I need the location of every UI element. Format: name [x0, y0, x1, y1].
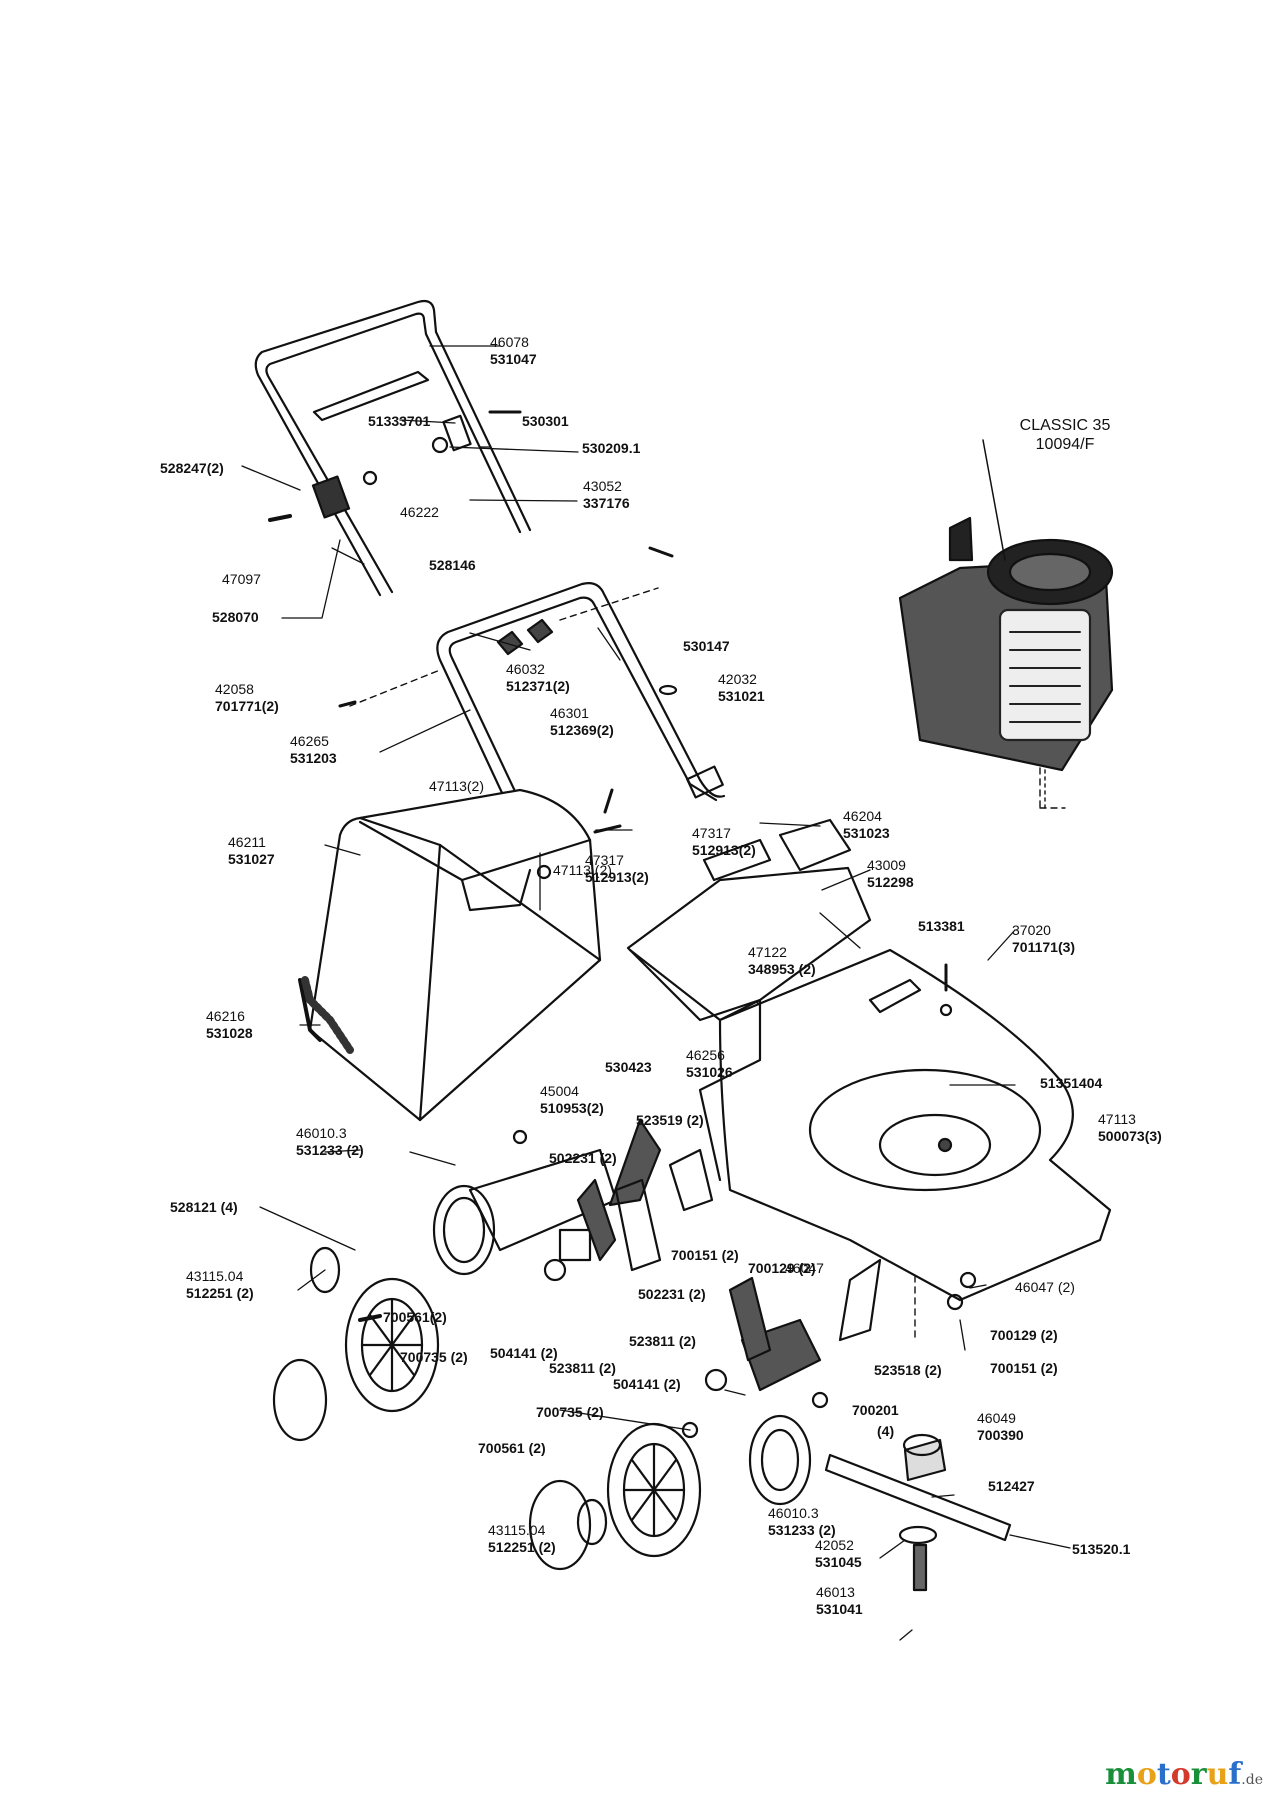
- motoruf-logo: motoruf.de: [1105, 1757, 1263, 1792]
- part-label: 700151 (2): [990, 1360, 1058, 1376]
- part-label: 528146: [429, 557, 476, 573]
- part-label: 512427: [988, 1478, 1035, 1494]
- small-hardware: [268, 410, 977, 1439]
- part-label: 530209.1: [582, 440, 641, 456]
- mower-deck: [698, 948, 1112, 1302]
- engine-classic-35: [898, 439, 1114, 811]
- logo-letter: r: [1190, 1757, 1207, 1792]
- model-code: 10094/F: [1035, 436, 1095, 453]
- part-label: 528247(2): [160, 460, 224, 476]
- part-label: 523519 (2): [636, 1112, 704, 1128]
- part-label: 700201: [852, 1402, 899, 1418]
- part-label: 51351404: [1040, 1075, 1103, 1091]
- part-label: 504141 (2): [613, 1376, 681, 1392]
- part-label: 700561 (2): [478, 1440, 546, 1456]
- part-label: 700129 (2): [990, 1327, 1058, 1343]
- rear-flap: [626, 818, 872, 1022]
- logo-suffix: .de: [1241, 1772, 1263, 1788]
- height-adjuster-levers: [543, 1148, 772, 1392]
- upper-handle: [254, 299, 532, 597]
- part-label: 700561(2): [383, 1309, 447, 1325]
- logo-letter: m: [1105, 1757, 1137, 1792]
- logo-letter: o: [1136, 1757, 1157, 1792]
- part-label: 46047 (2): [1015, 1279, 1075, 1295]
- logo-letter: u: [1206, 1757, 1229, 1792]
- part-label: 530423: [605, 1059, 652, 1075]
- logo-letter: t: [1156, 1757, 1171, 1792]
- part-label: 513381: [918, 918, 965, 934]
- model-title: CLASSIC 35 10094/F: [1000, 416, 1130, 454]
- part-label: 700151 (2): [671, 1247, 739, 1263]
- part-label: 523811 (2): [549, 1360, 616, 1376]
- part-label: 46047: [785, 1260, 824, 1276]
- part-label: 502231 (2): [638, 1286, 706, 1302]
- lower-handle: [436, 582, 726, 812]
- logo-letter: o: [1170, 1757, 1191, 1792]
- part-label: 530147: [683, 638, 730, 654]
- part-label: 46222: [400, 504, 439, 520]
- rear-wheel-left: [272, 1118, 662, 1442]
- grass-collection-bag: [298, 788, 602, 1122]
- part-label: 47097: [222, 571, 261, 587]
- part-label: 502231 (2): [549, 1150, 617, 1166]
- part-label: 523811 (2): [629, 1333, 696, 1349]
- part-label: 530301: [522, 413, 569, 429]
- blade-and-hub: [824, 1433, 1012, 1592]
- part-label: 700735 (2): [400, 1349, 468, 1365]
- part-label: 528121 (4): [170, 1199, 238, 1215]
- part-label: 504141 (2): [490, 1345, 558, 1361]
- part-label: 47113(2): [429, 778, 485, 794]
- part-label: 523518 (2): [874, 1362, 942, 1378]
- part-label: 513520.1: [1072, 1541, 1131, 1557]
- leader-lines: [241, 345, 1071, 1641]
- part-label: 528070: [212, 609, 259, 625]
- part-label: 51333701: [368, 413, 431, 429]
- part-label: 700735 (2): [536, 1404, 604, 1420]
- part-label: (4): [877, 1423, 895, 1439]
- part-label: 47113 (2): [553, 862, 612, 878]
- logo-letter: f: [1228, 1757, 1242, 1792]
- model-name: CLASSIC 35: [1019, 417, 1111, 434]
- part-label: 700129 (2): [748, 1260, 816, 1276]
